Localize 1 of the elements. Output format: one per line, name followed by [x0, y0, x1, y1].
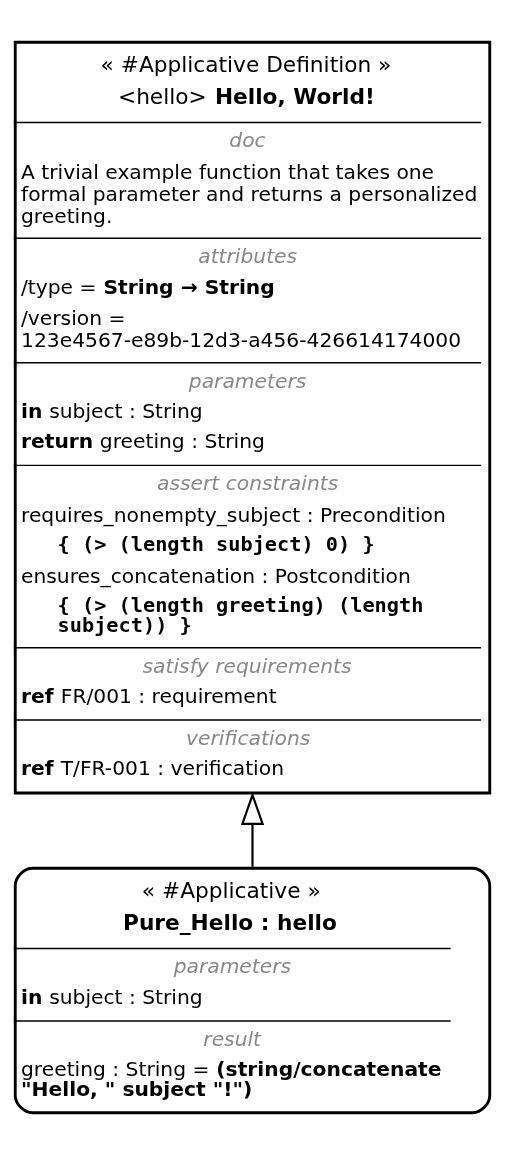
arrow	[240, 791, 265, 867]
